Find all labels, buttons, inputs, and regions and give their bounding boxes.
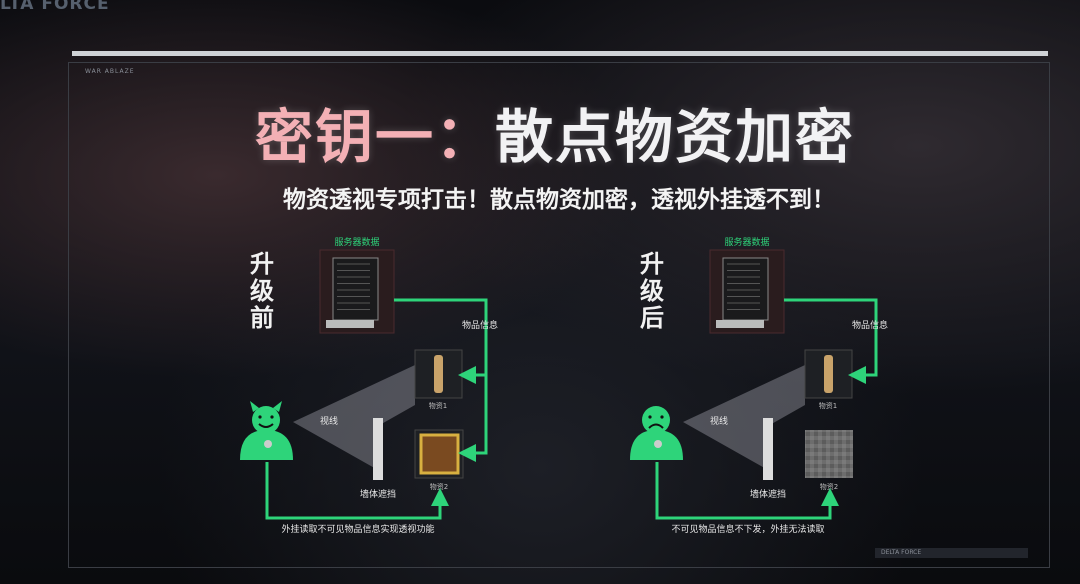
server-base [326, 320, 374, 328]
side-label-char: 后 [640, 304, 664, 332]
title-main: 散点物资加密 [495, 103, 856, 171]
side-label-char: 升 [250, 250, 274, 278]
caption: 不可见物品信息不下发，外挂无法读取 [671, 523, 824, 535]
horn [250, 401, 259, 412]
read-flow-line [265, 462, 449, 520]
server-base [716, 320, 764, 328]
devil-cheater-icon [240, 401, 293, 460]
painting-icon [419, 433, 460, 475]
item1-label: 物资1 [429, 401, 447, 410]
statue-icon [824, 355, 833, 393]
wall [763, 418, 773, 480]
grin [258, 423, 274, 428]
side-label-char: 级 [250, 277, 274, 305]
horn [273, 401, 282, 412]
eye [648, 415, 652, 419]
server-body [722, 257, 769, 321]
sight-label: 视线 [710, 415, 728, 427]
server-label: 服务器数据 [334, 236, 379, 248]
eye [270, 415, 274, 419]
item2-label: 物资2 [430, 482, 448, 491]
wall-label: 墙体遮挡 [360, 488, 396, 500]
footer-brand: DELTA FORCE [875, 548, 1028, 558]
item2-label: 物资2 [820, 482, 838, 491]
server-icon [709, 249, 785, 334]
eye [258, 415, 262, 419]
title-prefix: 密钥一： [254, 103, 495, 171]
sight-cone [683, 365, 805, 470]
side-label-char: 前 [250, 304, 274, 332]
read-flow-line [655, 462, 839, 520]
side-label-char: 级 [640, 277, 664, 305]
sight-cone [293, 365, 415, 470]
server-label: 服务器数据 [724, 236, 769, 248]
character-head [642, 406, 670, 434]
magnifier-icon [264, 440, 272, 448]
side-label-char: 升 [640, 250, 664, 278]
top-bar [72, 51, 1048, 56]
server-body [332, 257, 379, 321]
info-label: 物品信息 [462, 319, 498, 331]
subtitle: 物资透视专项打击！散点物资加密，透视外挂透不到！ [283, 187, 835, 213]
caption: 外挂读取不可见物品信息实现透视功能 [281, 523, 434, 535]
item1-label: 物资1 [819, 401, 837, 410]
statue-icon [434, 355, 443, 393]
wall-label: 墙体遮挡 [750, 488, 786, 500]
war-label: WAR ABLAZE [85, 68, 135, 75]
wall [373, 418, 383, 480]
info-label: 物品信息 [852, 319, 888, 331]
slide-frame [68, 62, 1050, 568]
character-head [252, 406, 280, 434]
frown [648, 423, 664, 429]
magnifier-icon [654, 440, 662, 448]
brand-logo-text: LTA FORCE [0, 0, 110, 14]
sight-label: 视线 [320, 415, 338, 427]
info-flow-line [784, 298, 878, 384]
server-icon [319, 249, 395, 334]
page-title: 密钥一：散点物资加密 [0, 90, 1080, 174]
sad-cheater-icon [630, 406, 683, 460]
eye [660, 415, 664, 419]
encrypted-item-box [805, 430, 853, 478]
